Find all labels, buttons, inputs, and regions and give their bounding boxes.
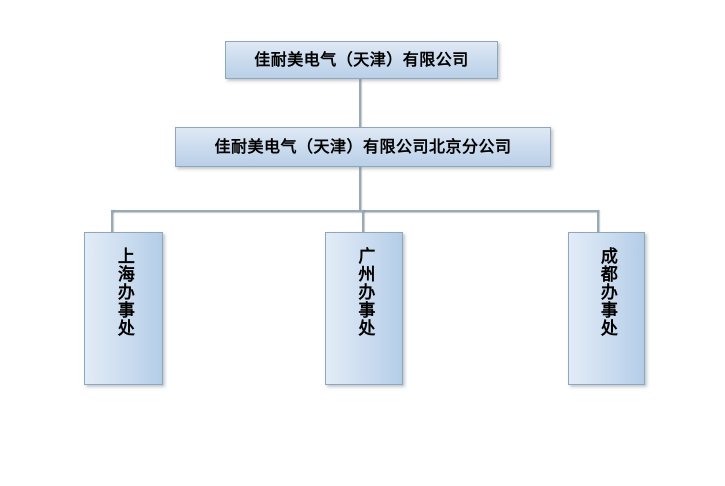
connector-bus-to-shanghai: [111, 210, 113, 233]
org-node-guangzhou-office[interactable]: 广州办事处: [325, 232, 403, 385]
connector-headquarters-to-beijing: [359, 79, 361, 128]
org-node-headquarters[interactable]: 佳耐美电气（天津）有限公司: [225, 41, 498, 79]
org-node-beijing-branch-label: 佳耐美电气（天津）有限公司北京分公司: [214, 137, 512, 156]
org-node-chengdu-office[interactable]: 成都办事处: [568, 232, 645, 385]
org-node-shanghai-office[interactable]: 上海办事处: [84, 232, 163, 385]
org-node-beijing-branch[interactable]: 佳耐美电气（天津）有限公司北京分公司: [175, 127, 551, 167]
connector-horizontal-bus: [111, 210, 599, 212]
org-node-shanghai-office-label: 上海办事处: [113, 247, 134, 337]
connector-beijing-to-bus: [359, 167, 361, 212]
connector-bus-to-guangzhou: [362, 210, 364, 233]
org-node-headquarters-label: 佳耐美电气（天津）有限公司: [254, 50, 469, 69]
org-node-chengdu-office-label: 成都办事处: [596, 247, 617, 337]
connector-bus-to-chengdu: [597, 210, 599, 233]
org-node-guangzhou-office-label: 广州办事处: [354, 247, 375, 337]
